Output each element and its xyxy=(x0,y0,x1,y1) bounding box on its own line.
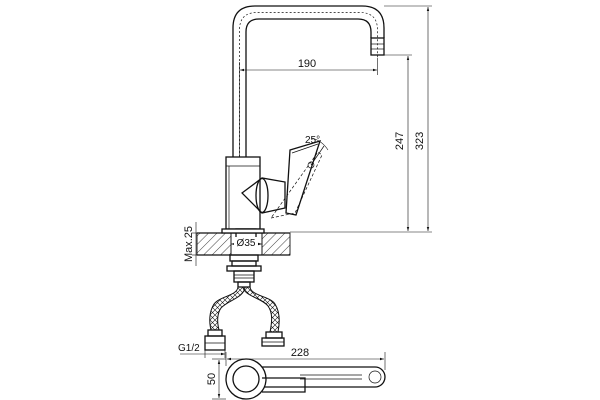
lever-top xyxy=(262,377,306,393)
aerator xyxy=(370,37,385,56)
dim-total-height-label: 323 xyxy=(414,132,426,150)
dim-counter-thickness-label: Max.25 xyxy=(183,226,195,262)
lever-handle xyxy=(285,140,322,216)
dim-mount-hole-label: Ø35 xyxy=(237,238,256,249)
dim-spout-height: 247 xyxy=(384,54,412,231)
dim-spout-height-label: 247 xyxy=(394,132,406,150)
lever-rotated-position xyxy=(270,151,323,219)
dim-total-length-label: 228 xyxy=(291,347,309,359)
dim-body-width-label: 50 xyxy=(206,373,218,385)
dim-total-length: 228 xyxy=(225,347,386,370)
right-hose xyxy=(242,286,280,333)
dim-hose-thread: G1/2 xyxy=(178,343,226,358)
spout-inner-outline xyxy=(245,18,372,157)
mounting-hardware xyxy=(226,254,262,288)
dim-mount-hole: Ø35 xyxy=(231,237,262,249)
dim-lever-angle: 25° xyxy=(305,135,329,151)
dim-total-height: 323 xyxy=(384,5,432,231)
flexible-hoses xyxy=(204,286,285,351)
left-hose xyxy=(209,286,246,331)
dim-spout-reach-label: 190 xyxy=(298,58,316,70)
dim-spout-reach: 190 xyxy=(239,58,378,157)
faucet-top-view xyxy=(225,358,386,400)
dim-lever-angle-label: 25° xyxy=(305,135,320,146)
dim-counter-thickness: Max.25 xyxy=(183,222,200,266)
spout-top-outline xyxy=(258,366,386,388)
spout-outer-outline xyxy=(232,5,385,157)
dim-hose-thread-label: G1/2 xyxy=(178,343,200,354)
dim-body-width: 50 xyxy=(206,358,226,400)
base-top-circle xyxy=(225,358,267,400)
faucet-side-view xyxy=(225,5,385,240)
